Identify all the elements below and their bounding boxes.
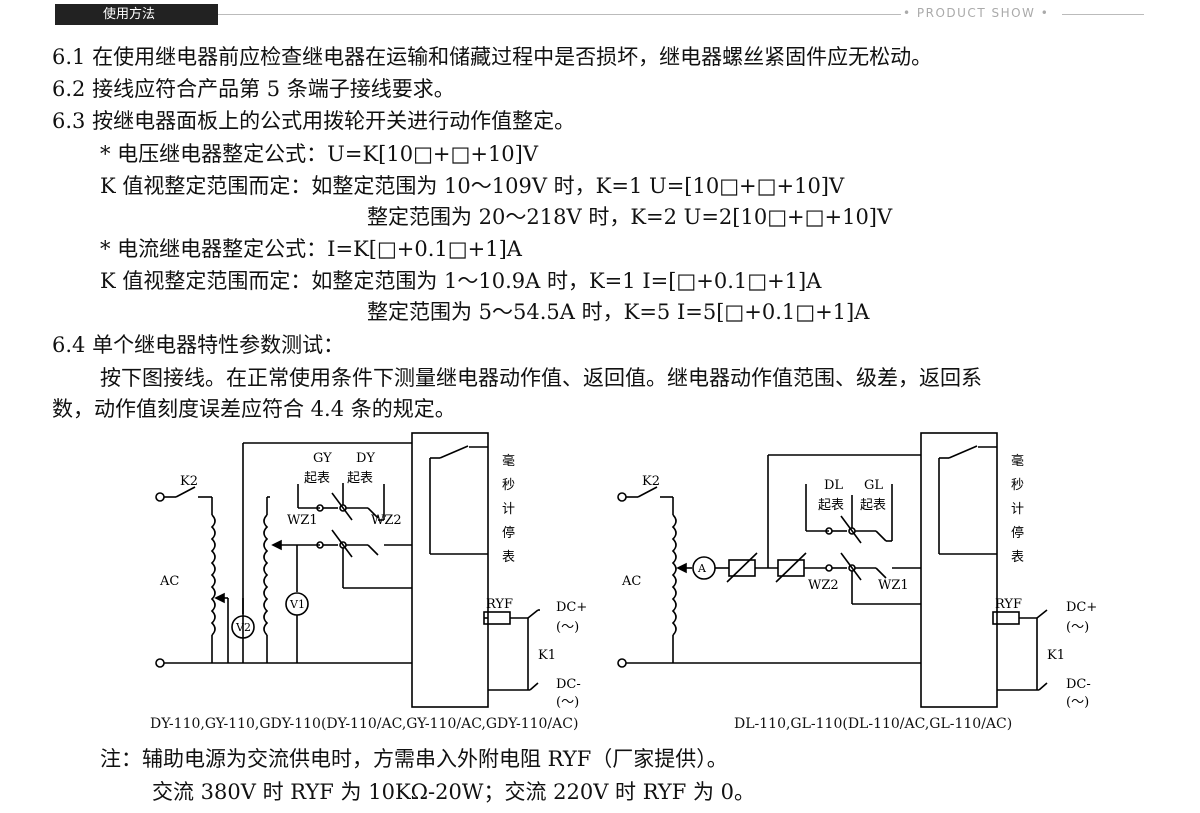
wz1-label-right: WZ1 bbox=[878, 578, 909, 593]
text-6-2: 6.2 接线应符合产品第 5 条端子接线要求。 bbox=[52, 77, 455, 101]
k2-label-left: K2 bbox=[180, 474, 198, 489]
section-tab: 使用方法 bbox=[55, 4, 218, 25]
ac-label-right: AC bbox=[621, 574, 641, 589]
current-k1: K 值视整定范围而定：如整定范围为 1～10.9A 时，K=1 I=[□+0.1… bbox=[100, 269, 822, 293]
text-6-1: 6.1 在使用继电器前应检查继电器在运输和储藏过程中是否损坏，继电器螺丝紧固件应… bbox=[52, 45, 933, 69]
dy-qibiao: 起表 bbox=[347, 471, 373, 486]
current-formula: * 电流继电器整定公式：I=K[□+0.1□+1]A bbox=[100, 237, 522, 261]
note-line-2: 交流 380V 时 RYF 为 10KΩ-20W；交流 220V 时 RYF 为… bbox=[152, 780, 756, 804]
dcm-label-left: DC- bbox=[556, 677, 581, 692]
header-rule-right bbox=[1062, 14, 1144, 15]
ac-label-left: AC bbox=[159, 574, 179, 589]
gl-label: GL bbox=[864, 478, 883, 493]
timer-char-4-left: 表 bbox=[502, 550, 515, 565]
dcp-tilde-right: (～) bbox=[1066, 620, 1089, 635]
gl-qibiao: 起表 bbox=[860, 498, 886, 513]
timer-char-0-left: 毫 bbox=[502, 453, 515, 469]
dcm-label-right: DC- bbox=[1066, 677, 1091, 692]
dcp-label-left: DC+ bbox=[556, 600, 587, 615]
voltage-k1: K 值视整定范围而定：如整定范围为 10～109V 时，K=1 U=[10□+□… bbox=[100, 174, 845, 198]
k1-label-left: K1 bbox=[538, 648, 556, 663]
dcp-label-right: DC+ bbox=[1066, 600, 1097, 615]
dy-label: DY bbox=[356, 451, 375, 466]
timer-char-2-right: 计 bbox=[1011, 502, 1024, 517]
v1-meter-label: V1 bbox=[289, 598, 305, 611]
timer-char-0-right: 毫 bbox=[1011, 453, 1024, 469]
product-show-label: • PRODUCT SHOW • bbox=[903, 6, 1050, 20]
note-line-1: 注：辅助电源为交流供电时，方需串入外附电阻 RYF（厂家提供）。 bbox=[100, 747, 728, 771]
voltage-k2: 整定范围为 20～218V 时，K=2 U=2[10□+□+10]V bbox=[367, 205, 893, 229]
ammeter-label: A bbox=[697, 562, 707, 575]
relay-box-left bbox=[411, 432, 489, 708]
wz1-label-left: WZ1 bbox=[287, 513, 318, 528]
header-rule bbox=[218, 14, 901, 15]
timer-char-3-left: 停 bbox=[502, 525, 515, 541]
gy-label: GY bbox=[313, 451, 332, 466]
dcm-tilde-left: (～) bbox=[556, 695, 579, 710]
gy-qibiao: 起表 bbox=[304, 471, 330, 486]
dl-label: DL bbox=[824, 478, 843, 493]
caption-right: DL-110,GL-110(DL-110/AC,GL-110/AC) bbox=[734, 716, 1013, 732]
dcm-tilde-right: (～) bbox=[1066, 695, 1089, 710]
dl-qibiao: 起表 bbox=[818, 498, 844, 513]
wz2-label-left: WZ2 bbox=[371, 513, 402, 528]
relay-box-right bbox=[920, 432, 998, 708]
voltage-formula: * 电压继电器整定公式：U=K[10□+□+10]V bbox=[100, 142, 539, 166]
ryf-label-right: RYF bbox=[995, 597, 1022, 612]
timer-char-2-left: 计 bbox=[502, 502, 515, 517]
timer-char-1-left: 秒 bbox=[502, 478, 515, 493]
timer-char-3-right: 停 bbox=[1011, 525, 1024, 541]
dcp-tilde-left: (～) bbox=[556, 620, 579, 635]
ryf-label-left: RYF bbox=[486, 597, 513, 612]
test-instructions-2: 数，动作值刻度误差应符合 4.4 条的规定。 bbox=[52, 397, 456, 421]
test-instructions-1: 按下图接线。在正常使用条件下测量继电器动作值、返回值。继电器动作值范围、级差，返… bbox=[100, 366, 982, 390]
timer-char-1-right: 秒 bbox=[1011, 478, 1024, 493]
caption-left: DY-110,GY-110,GDY-110(DY-110/AC,GY-110/A… bbox=[150, 716, 579, 732]
current-k5: 整定范围为 5～54.5A 时，K=5 I=5[□+0.1□+1]A bbox=[367, 300, 870, 324]
wz2-label-right: WZ2 bbox=[808, 578, 839, 593]
k1-label-right: K1 bbox=[1047, 648, 1065, 663]
text-6-3: 6.3 按继电器面板上的公式用拨轮开关进行动作值整定。 bbox=[52, 109, 576, 133]
v2-meter-label: V2 bbox=[235, 621, 251, 634]
k2-label-right: K2 bbox=[642, 474, 660, 489]
text-6-4: 6.4 单个继电器特性参数测试： bbox=[52, 333, 345, 357]
timer-char-4-right: 表 bbox=[1011, 550, 1024, 565]
